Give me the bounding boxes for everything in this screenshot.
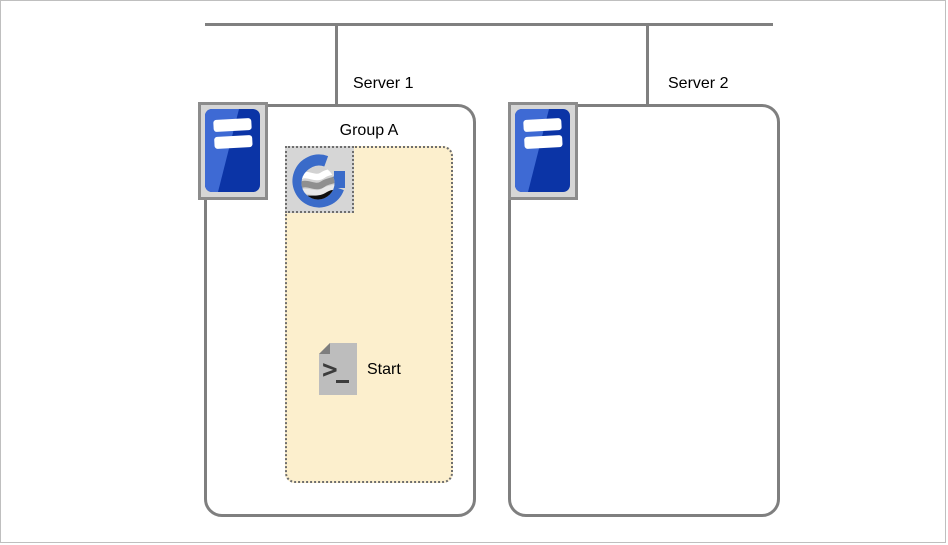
svg-text:>: > [322,355,338,385]
server2-label: Server 2 [668,75,729,92]
server-host-icon [515,109,570,192]
server1-connector-line [335,23,338,107]
server1-host-tile[interactable] [198,102,268,200]
group-agent-tile[interactable] [285,146,354,213]
task-start[interactable]: > [319,343,357,395]
group-label: Group A [339,122,399,139]
network-bus-line [205,23,773,26]
server2-connector-line [646,23,649,107]
server2-host-tile[interactable] [508,102,578,200]
server1-label: Server 1 [353,75,414,92]
agent-globe-g-icon [292,154,345,207]
script-terminal-icon: > [319,343,357,395]
task-start-label: Start [367,361,401,378]
server-host-icon [205,109,260,192]
